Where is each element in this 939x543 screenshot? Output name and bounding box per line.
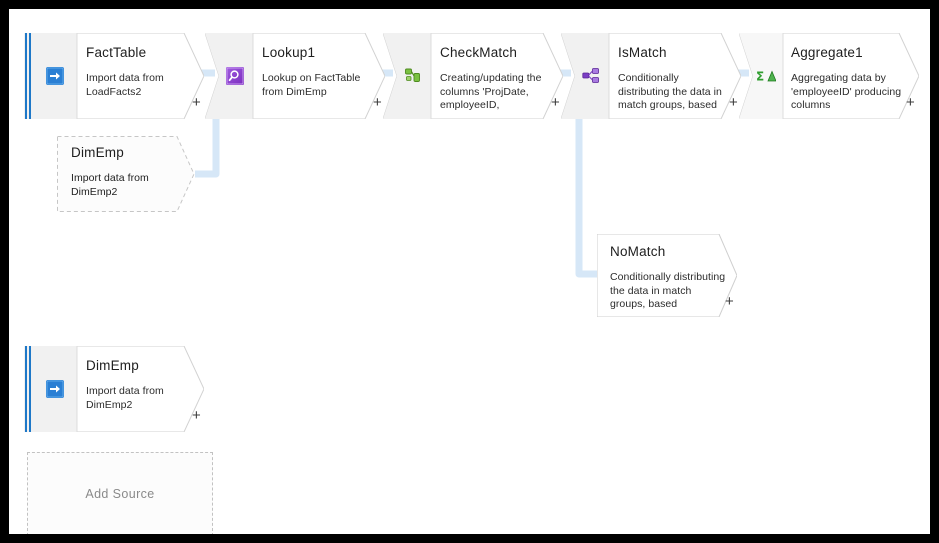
node-aggregate1[interactable]: Σ Aggregate1 Aggregating data by 'employ… bbox=[739, 33, 919, 119]
node-dimemp-shape bbox=[24, 346, 204, 432]
source-accent-bars bbox=[24, 346, 33, 432]
source-accent-bars bbox=[24, 33, 33, 119]
node-checkmatch-shape bbox=[383, 33, 563, 119]
data-flow-canvas[interactable]: FactTable Import data from LoadFacts2 + bbox=[9, 9, 930, 534]
node-icon-panel bbox=[573, 33, 609, 119]
node-facttable[interactable]: FactTable Import data from LoadFacts2 + bbox=[24, 33, 204, 119]
node-text-block: CheckMatch Creating/updating the columns… bbox=[440, 33, 552, 119]
add-next-step-button[interactable]: + bbox=[729, 94, 738, 111]
add-source-placeholder[interactable]: Add Source bbox=[27, 452, 213, 534]
add-next-step-button[interactable]: + bbox=[725, 293, 734, 310]
connector-ismatch-to-nomatch bbox=[575, 106, 599, 278]
node-title: CheckMatch bbox=[440, 45, 518, 60]
node-aggregate1-shape bbox=[739, 33, 919, 119]
node-title: IsMatch bbox=[618, 45, 667, 60]
node-text-block: FactTable Import data from LoadFacts2 bbox=[86, 33, 196, 119]
node-title: DimEmp bbox=[86, 358, 139, 373]
node-text-block: IsMatch Conditionally distributing the d… bbox=[618, 33, 732, 119]
node-nomatch-shape bbox=[597, 234, 737, 317]
node-text-block: Lookup1 Lookup on FactTable from DimEmp bbox=[262, 33, 374, 119]
node-icon-panel: Σ bbox=[749, 33, 783, 119]
node-description: Import data from LoadFacts2 bbox=[86, 72, 164, 98]
import-source-icon bbox=[46, 67, 64, 85]
node-description: Conditionally distributing the data in m… bbox=[610, 271, 726, 310]
node-dimemp-reference-shape bbox=[57, 136, 195, 212]
node-text-block: DimEmp Import data from DimEmp2 bbox=[86, 346, 196, 432]
node-description: Import data from DimEmp2 bbox=[71, 172, 149, 198]
node-nomatch[interactable]: NoMatch Conditionally distributing the d… bbox=[597, 234, 737, 317]
add-next-step-button[interactable]: + bbox=[906, 94, 915, 111]
node-description: Creating/updating the columns 'ProjDate,… bbox=[440, 72, 542, 111]
node-title: Aggregate1 bbox=[791, 45, 863, 60]
derived-column-icon bbox=[405, 68, 420, 82]
add-next-step-button[interactable]: + bbox=[192, 407, 201, 424]
conditional-split-icon bbox=[582, 68, 599, 83]
node-text-block: Aggregate1 Aggregating data by 'employee… bbox=[791, 33, 913, 119]
node-icon-panel bbox=[33, 346, 77, 432]
svg-text:Σ: Σ bbox=[756, 70, 764, 84]
node-lookup1-shape bbox=[205, 33, 385, 119]
node-description: Conditionally distributing the data in m… bbox=[618, 72, 722, 111]
node-description: Import data from DimEmp2 bbox=[86, 385, 164, 411]
add-next-step-button[interactable]: + bbox=[373, 94, 382, 111]
node-title: DimEmp bbox=[71, 145, 124, 160]
node-title: NoMatch bbox=[610, 244, 666, 259]
add-next-step-button[interactable]: + bbox=[192, 94, 201, 111]
node-title: Lookup1 bbox=[262, 45, 316, 60]
node-checkmatch[interactable]: CheckMatch Creating/updating the columns… bbox=[383, 33, 563, 119]
node-dimemp-reference[interactable]: DimEmp Import data from DimEmp2 bbox=[57, 136, 195, 212]
node-description: Lookup on FactTable from DimEmp bbox=[262, 72, 361, 98]
import-source-icon bbox=[46, 380, 64, 398]
node-ismatch[interactable]: IsMatch Conditionally distributing the d… bbox=[561, 33, 741, 119]
node-ismatch-shape bbox=[561, 33, 741, 119]
node-icon-panel bbox=[217, 33, 253, 119]
node-text-block: NoMatch Conditionally distributing the d… bbox=[610, 234, 726, 317]
node-description: Aggregating data by 'employeeID' produci… bbox=[791, 72, 902, 111]
add-source-label: Add Source bbox=[85, 487, 155, 501]
node-icon-panel bbox=[395, 33, 431, 119]
add-next-step-button[interactable]: + bbox=[551, 94, 560, 111]
node-title: FactTable bbox=[86, 45, 147, 60]
lookup-magnifier-icon bbox=[226, 67, 244, 85]
node-text-block: DimEmp Import data from DimEmp2 bbox=[71, 136, 183, 212]
aggregate-sigma-icon: Σ bbox=[756, 70, 776, 84]
node-icon-panel bbox=[33, 33, 77, 119]
node-facttable-shape bbox=[24, 33, 204, 119]
node-lookup1[interactable]: Lookup1 Lookup on FactTable from DimEmp … bbox=[205, 33, 385, 119]
node-dimemp[interactable]: DimEmp Import data from DimEmp2 + bbox=[24, 346, 204, 432]
